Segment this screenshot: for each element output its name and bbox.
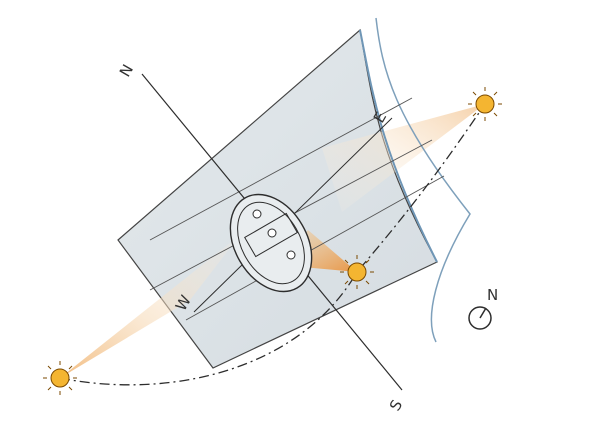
sun-icon bbox=[468, 87, 502, 121]
sun-icon bbox=[43, 361, 77, 395]
compass-icon: N bbox=[469, 286, 498, 329]
north-label: N bbox=[116, 61, 137, 80]
compass-north-label: N bbox=[487, 286, 498, 304]
south-label: S bbox=[386, 397, 406, 414]
